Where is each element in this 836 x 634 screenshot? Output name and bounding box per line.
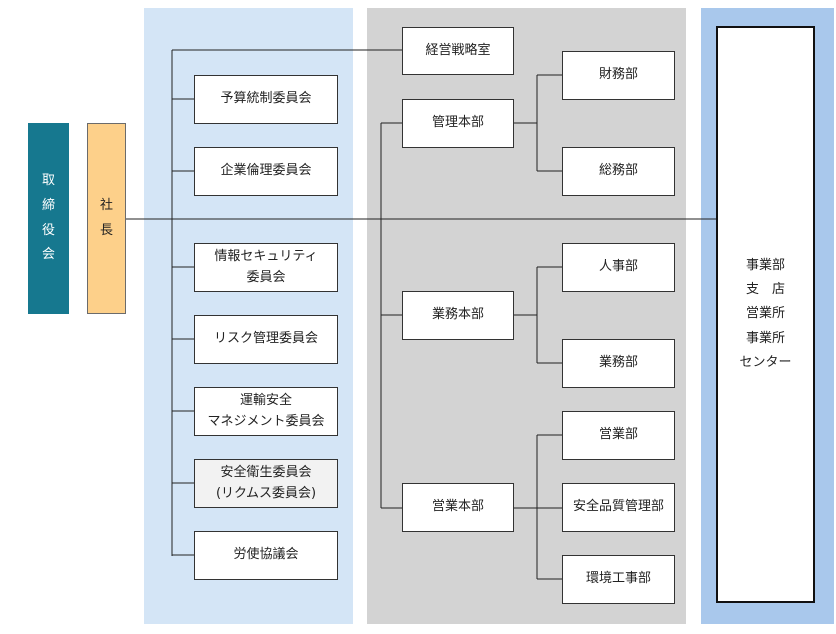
branch-label: 事業所 — [745, 330, 785, 346]
president-char: 社 — [99, 197, 113, 213]
committee-label: リスク管理委員会 — [213, 331, 318, 347]
committee-label: 情報セキュリティ — [214, 249, 318, 265]
committee-box: 安全衛生委員会 (リクムス委員会) — [194, 459, 338, 508]
committee-label: 予算統制委員会 — [220, 91, 312, 107]
board-char: 締 — [41, 197, 55, 213]
division-box: 管理本部 — [402, 99, 514, 148]
department-label: 安全品質管理部 — [572, 499, 664, 515]
division-box: 営業本部 — [402, 483, 514, 532]
committee-label: 運輸安全 — [239, 393, 292, 409]
board-char: 会 — [41, 247, 55, 263]
committee-label: 労使協議会 — [233, 547, 299, 563]
committee-label: 安全衛生委員会 — [220, 465, 312, 481]
committee-box: リスク管理委員会 — [194, 315, 338, 364]
board-char: 役 — [41, 222, 55, 238]
department-label: 環境工事部 — [585, 571, 651, 587]
branch-label: 支 店 — [745, 282, 785, 298]
branch-label: 営業所 — [745, 306, 785, 322]
branch-label: 事業部 — [745, 258, 785, 274]
division-label: 営業本部 — [431, 499, 484, 515]
committee-label: (リクムス委員会) — [215, 485, 317, 501]
department-box: 総務部 — [562, 147, 675, 196]
strategy-office-label: 経営戦略室 — [425, 42, 491, 58]
branches-box: 事業部 支 店 営業所 事業所 センター — [716, 26, 815, 603]
strategy-office-box: 経営戦略室 — [402, 27, 514, 75]
department-label: 営業部 — [598, 427, 638, 443]
committee-box: 運輸安全 マネジメント委員会 — [194, 387, 338, 436]
department-box: 財務部 — [562, 51, 675, 100]
department-box: 営業部 — [562, 411, 675, 460]
department-label: 財務部 — [598, 67, 638, 83]
board-of-directors-box: 取 締 役 会 — [28, 123, 69, 314]
board-char: 取 — [41, 173, 55, 189]
branch-label: センター — [739, 354, 792, 370]
president-char: 長 — [99, 222, 113, 238]
committee-box: 企業倫理委員会 — [194, 147, 338, 196]
committee-box: 情報セキュリティ 委員会 — [194, 243, 338, 292]
department-label: 総務部 — [598, 163, 638, 179]
president-box: 社 長 — [87, 123, 126, 314]
committee-label: 委員会 — [246, 269, 286, 285]
committee-label: 企業倫理委員会 — [220, 163, 312, 179]
department-box: 業務部 — [562, 339, 675, 388]
department-box: 人事部 — [562, 243, 675, 292]
division-box: 業務本部 — [402, 291, 514, 340]
department-label: 人事部 — [598, 259, 638, 275]
division-label: 業務本部 — [431, 307, 484, 323]
committee-label: マネジメント委員会 — [207, 413, 325, 429]
department-box: 安全品質管理部 — [562, 483, 675, 532]
committee-box: 労使協議会 — [194, 531, 338, 580]
department-box: 環境工事部 — [562, 555, 675, 604]
division-label: 管理本部 — [431, 115, 484, 131]
department-label: 業務部 — [598, 355, 638, 371]
committee-box: 予算統制委員会 — [194, 75, 338, 124]
